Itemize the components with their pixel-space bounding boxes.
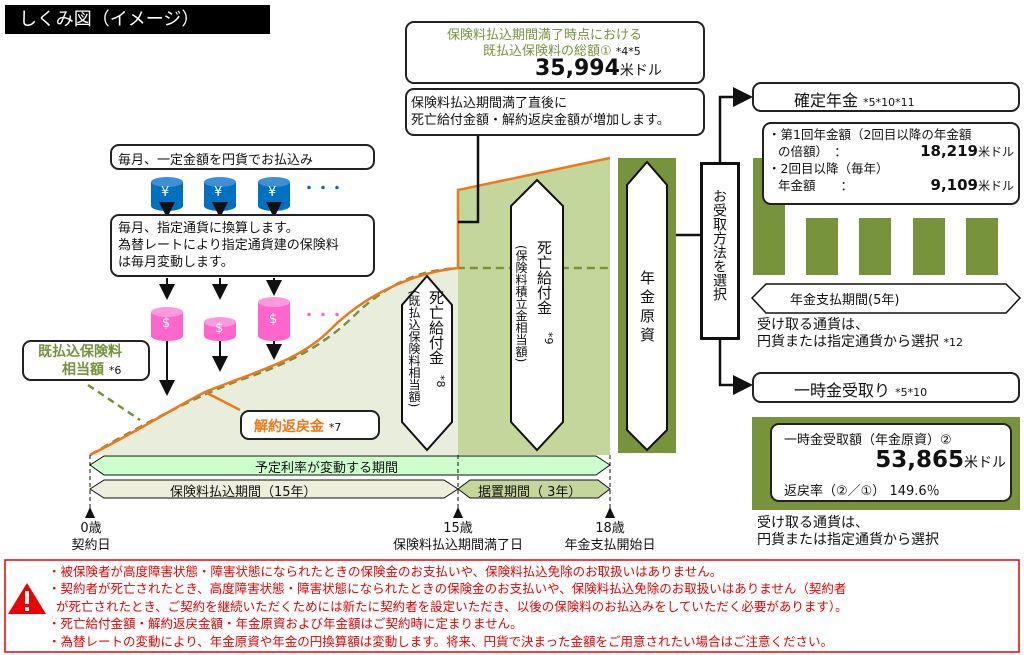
rate-label: 返戻率（②／①） (784, 484, 886, 499)
choose-method-box: お受取方法を選択 (700, 162, 740, 340)
note-ref: *6 (108, 364, 122, 377)
lump-sum-amount-box: 一時金受取額（年金原資）② 53,865米ドル 返戻率（②／①） 149.6％ (770, 423, 1012, 502)
note-ref: *8 (434, 375, 447, 388)
yen-icon: ¥ (161, 185, 170, 200)
flow-arrows (159, 202, 282, 396)
dollar-icon: $ (162, 316, 171, 331)
death-benefit-2-sub: (保険料積立金相当額) (514, 245, 528, 363)
page-title: しくみ図（イメージ） (5, 5, 270, 34)
paid-premium-label-box: 既払込保険料 相当額 *6 (22, 340, 150, 381)
dollar-cylinders (151, 297, 290, 341)
lump-sum-amount: 53,865 (875, 447, 964, 473)
note-ref: *5*10 (895, 386, 928, 399)
payment-area (90, 268, 458, 455)
label-line: 既払込保険料 (38, 344, 122, 360)
rate-value: 149.6％ (889, 484, 940, 499)
unit: 米ドル (977, 145, 1014, 159)
currency-line: 受け取る通貨は、 (757, 317, 869, 333)
total-premium-label: 保険料払込期間満了時点における (447, 28, 643, 43)
first-annuity-label2: の倍額） ： (778, 144, 847, 159)
lump-sum-amount-label: 一時金受取額（年金原資）② (784, 433, 952, 448)
label-line: 相当額 (62, 362, 104, 378)
unit: 米ドル (964, 455, 1006, 471)
total-premium-box: 保険料払込期間満了時点における 既払込保険料の総額① *4*5 35,994米ド… (405, 21, 705, 84)
fixed-annuity-label: 確定年金 (794, 91, 859, 110)
choose-method-label: お受取方法を選択 (711, 189, 727, 301)
lump-sum-box: 一時金受取り *5*10 (752, 372, 1020, 403)
increase-note-box: 保険料払込期間満了直後に 死亡給付金額・解約返戻金額が増加します。 (405, 88, 705, 136)
death-benefit-1-shape (401, 274, 453, 452)
note-ref: *5*10*11 (863, 96, 915, 109)
note-ref: *7 (328, 421, 342, 434)
more-dots: ・・・ (302, 308, 344, 324)
annuity-currency-note: 受け取る通貨は、円貨または指定通貨から選択 *12 (757, 317, 963, 351)
unit: 米ドル (619, 63, 662, 79)
currency-line: 受け取る通貨は、 (757, 515, 869, 531)
warning-box (4, 559, 1020, 653)
note-line: は毎月変動します。 (118, 255, 234, 270)
warning-item: ・死亡給付金額・解約返戻金額・年金原資および年金額はご契約時に定まりません。 (48, 616, 523, 632)
second-annuity-amount: 9,109 (930, 176, 978, 194)
total-premium-amount: 35,994 (535, 56, 620, 81)
dollar-icon: $ (269, 312, 278, 327)
warning-list: ・被保険者が高度障害状態・障害状態になられたときの保険金のお支払いや、保険料払込… (48, 563, 848, 650)
age: 15歳 (443, 521, 473, 536)
timeline-point-annuity-start: 18歳年金支払開始日 (550, 520, 670, 554)
note-ref: *4*5 (615, 45, 641, 58)
payment-period-label: 保険料払込期間（15年） (170, 485, 317, 500)
yen-icon: ¥ (268, 185, 277, 200)
age: 0歳 (80, 521, 102, 536)
lump-sum-label: 一時金受取り (794, 381, 891, 400)
paid-premium-line (89, 266, 610, 457)
conversion-box: 毎月、指定通貨に換算します。 為替レートにより指定通貨建の保険料 は毎月変動しま… (110, 214, 375, 277)
death-benefit-1-label: 死亡給付金 (427, 290, 445, 365)
note-line: 死亡給付金額・解約返戻金額が増加します。 (411, 113, 670, 128)
dollar-icon: $ (215, 321, 224, 336)
annuity-fund-shape (626, 160, 668, 452)
surrender-label-box: 解約返戻金 *7 (240, 410, 380, 440)
first-annuity-label: ・第1回年金額（2回目以降の年金額 (768, 127, 972, 142)
surrender-label: 解約返戻金 (254, 419, 324, 435)
warning-item: ・為替レートの変動により、年金原資や年金の円換算額は変動します。将来、円貨で決ま… (48, 633, 834, 649)
note-line: 保険料払込期間満了直後に (411, 96, 568, 111)
unit: 米ドル (977, 179, 1014, 193)
timeline-point-start: 0歳契約日 (66, 520, 116, 554)
annuity-amounts-box: ・第1回年金額（2回目以降の年金額 の倍額） ：18,219米ドル ・2回目以降… (762, 122, 1020, 205)
second-annuity-label: ・2回目以降（毎年） (768, 161, 889, 176)
note-line: 為替レートにより指定通貨建の保険料 (118, 238, 339, 253)
death-benefit-2-label: 死亡給付金 (535, 240, 553, 315)
death-benefit-1-sub: (既払込保険料相当額) (407, 290, 421, 408)
fixed-annuity-box: 確定年金 *5*10*11 (752, 82, 1020, 112)
deferral-period-bar (457, 479, 611, 499)
death-benefit-2-shape (510, 178, 564, 452)
point-label: 保険料払込期間満了日 (392, 538, 523, 553)
variable-rate-label: 予定利率が変動する期間 (255, 461, 399, 476)
warning-item: ・被保険者が高度障害状態・障害状態になられたときの保険金のお支払いや、保険料払込… (48, 564, 723, 579)
point-label: 年金支払開始日 (564, 538, 656, 553)
warning-item: ・契約者が死亡されたとき、高度障害状態・障害状態になられたときの保険金のお支払い… (48, 581, 847, 597)
more-dots: ・・・ (302, 181, 344, 197)
age: 18歳 (595, 521, 625, 536)
note-ref: *12 (943, 336, 963, 349)
point-label: 契約日 (71, 538, 111, 553)
note-ref: *9 (542, 332, 555, 345)
first-annuity-amount: 18,219 (920, 142, 978, 160)
warning-item: が死亡されたとき、ご契約を継続いただくためには新たに契約者を設定いただき、以後の… (56, 598, 848, 614)
lump-currency-note: 受け取る通貨は、円貨または指定通貨から選択 (757, 515, 939, 549)
note-line: 毎月、指定通貨に換算します。 (118, 221, 299, 236)
currency-line: 円貨または指定通貨から選択 (757, 532, 939, 548)
yen-icon: ¥ (214, 185, 223, 200)
total-premium-label2: 既払込保険料の総額① (483, 44, 612, 59)
second-annuity-label2: 年金額 ： (778, 178, 854, 193)
currency-line: 円貨または指定通貨から選択 (757, 334, 939, 350)
payment-period-arrow (750, 283, 1022, 314)
monthly-payment-box: 毎月、一定金額を円貨でお払込み (110, 144, 375, 170)
timeline-point-payment-end: 15歳保険料払込期間満了日 (378, 520, 538, 554)
deferral-period-label: 据置期間（ 3年） (478, 485, 582, 500)
surrender-line (89, 156, 611, 457)
annuity-fund-label: 年金原資 (638, 270, 656, 346)
payment-period-label: 年金支払期間(5年) (790, 293, 900, 308)
